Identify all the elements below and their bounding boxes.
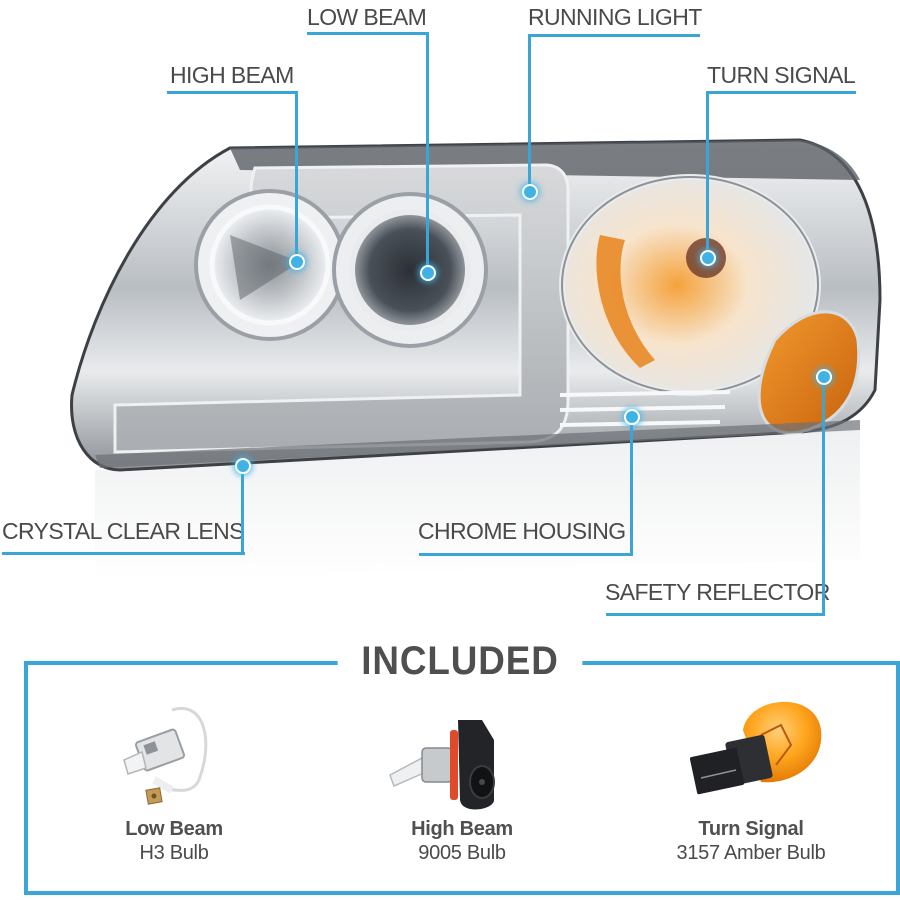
callout-line	[419, 553, 633, 556]
callout-label-low-beam: LOW BEAM	[307, 4, 427, 30]
bulb-name: High Beam	[411, 818, 513, 840]
callout-line	[295, 91, 298, 262]
included-title: INCLUDED	[337, 638, 583, 684]
callout-line	[528, 34, 700, 37]
callout-line	[167, 91, 298, 94]
bulb-name: Low Beam	[125, 818, 223, 840]
callout-line	[706, 91, 709, 258]
included-item-turn-signal: Turn Signal 3157 Amber Bulb	[631, 690, 871, 865]
callout-dot-icon	[289, 254, 305, 270]
9005-bulb-icon	[342, 690, 582, 815]
callout-dot-icon	[816, 369, 832, 385]
callout-label-running-light: RUNNING LIGHT	[528, 4, 702, 30]
callout-line	[606, 613, 825, 616]
bulb-name: Turn Signal	[698, 818, 804, 840]
callout-line	[822, 377, 825, 616]
callout-label-crystal-clear-lens: CRYSTAL CLEAR LENS	[2, 518, 244, 544]
callout-label-safety-reflector: SAFETY REFLECTOR	[605, 579, 830, 605]
bulb-type: 3157 Amber Bulb	[676, 842, 826, 864]
callout-line	[528, 34, 531, 192]
callout-dot-icon	[235, 458, 251, 474]
callout-line	[630, 417, 633, 556]
bulb-type: H3 Bulb	[139, 842, 209, 864]
callout-dot-icon	[624, 409, 640, 425]
callout-label-turn-signal: TURN SIGNAL	[707, 62, 856, 88]
h3-bulb-icon	[54, 690, 294, 815]
callout-line	[706, 91, 856, 94]
included-item-low-beam: Low Beam H3 Bulb	[54, 690, 294, 865]
callout-line	[307, 32, 429, 35]
3157-amber-bulb-icon	[631, 690, 871, 815]
callout-line	[241, 466, 244, 555]
callout-line	[2, 552, 245, 555]
callout-dot-icon	[522, 184, 538, 200]
bulb-type: 9005 Bulb	[418, 842, 506, 864]
callout-label-high-beam: HIGH BEAM	[170, 62, 294, 88]
callout-dot-icon	[700, 250, 716, 266]
callout-label-chrome-housing: CHROME HOUSING	[418, 518, 626, 544]
included-item-high-beam: High Beam 9005 Bulb	[342, 690, 582, 865]
callout-line	[426, 32, 429, 273]
callout-dot-icon	[420, 265, 436, 281]
